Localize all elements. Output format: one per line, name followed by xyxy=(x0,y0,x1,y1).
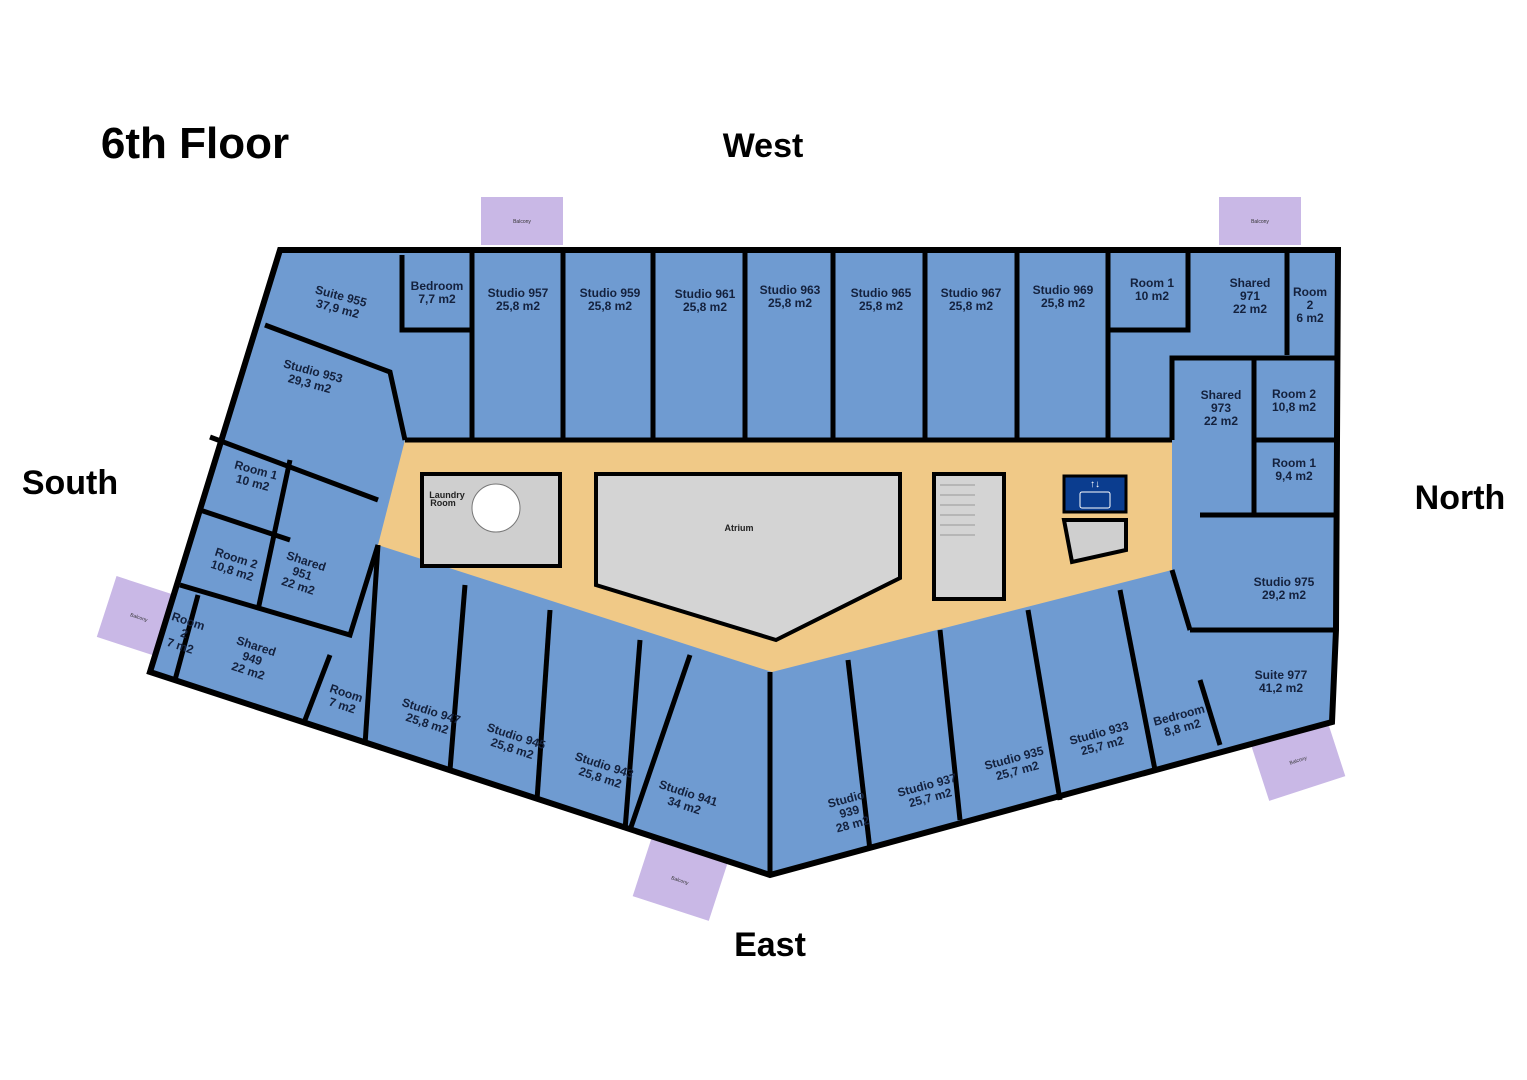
room-room1-971: Room 110 m2 xyxy=(1130,276,1174,303)
balcony-label: Balcony xyxy=(670,875,689,886)
room-label-line: Studio 975 xyxy=(1254,575,1315,589)
room-label-line: 41,2 m2 xyxy=(1259,681,1303,695)
room-room2-973: Room 210,8 m2 xyxy=(1272,387,1316,414)
titles: 6th Floor West South North East Atrium L… xyxy=(22,119,1505,964)
room-label-line: 939 xyxy=(838,802,861,821)
room-label-line: 25,8 m2 xyxy=(496,299,540,313)
balcony: Balcony xyxy=(481,197,563,245)
room-label-line: 29,2 m2 xyxy=(1262,588,1306,602)
direction-north: North xyxy=(1415,479,1506,517)
room-label-line: Shared xyxy=(1201,388,1242,402)
room-label-line: 22 m2 xyxy=(1204,414,1238,428)
room-label-line: 25,8 m2 xyxy=(949,299,993,313)
room-label-line: Bedroom xyxy=(411,279,464,293)
room-label-line: 7,7 m2 xyxy=(418,292,456,306)
room-label-line: 951 xyxy=(291,564,315,584)
room-label-line: 949 xyxy=(241,649,265,669)
room-label-line: 25,8 m2 xyxy=(683,300,727,314)
room-label-line: 6 m2 xyxy=(1296,311,1324,325)
room-label-line: 25,8 m2 xyxy=(859,299,903,313)
room-label-line: Studio 957 xyxy=(488,286,549,300)
stairs-icon xyxy=(932,472,1006,601)
room-label-line: 973 xyxy=(1211,401,1231,415)
stairs-steps xyxy=(940,484,975,536)
balcony-label: Balcony xyxy=(1251,219,1269,225)
room-label-line: 971 xyxy=(1240,289,1260,303)
room-label-line: 2 xyxy=(179,626,190,641)
room-label-line: Studio 959 xyxy=(580,286,641,300)
room-label-line: Studio 969 xyxy=(1033,283,1094,297)
balcony-area xyxy=(1219,197,1301,245)
room-label-line: 25,8 m2 xyxy=(768,296,812,310)
balcony-area xyxy=(481,197,563,245)
walls xyxy=(172,250,1336,875)
room-label-line: Studio 961 xyxy=(675,287,736,301)
room-label-line: 22 m2 xyxy=(1233,302,1267,316)
room-label-line: Room 2 xyxy=(1272,387,1316,401)
room-label-line: Room 1 xyxy=(1272,456,1316,470)
balcony: Balcony xyxy=(632,839,728,921)
room-label-line: Room 1 xyxy=(1130,276,1174,290)
room-label-line: Shared xyxy=(1230,276,1271,290)
atrium xyxy=(594,472,902,643)
direction-east: East xyxy=(734,926,806,964)
balcony-area xyxy=(632,839,728,921)
elevator-people-icon xyxy=(1079,491,1111,509)
balcony-label: Balcony xyxy=(129,612,148,623)
laundry-label-1: Laundry xyxy=(429,490,465,500)
room-label-line: Room xyxy=(1293,285,1327,299)
room-label-line: 9,4 m2 xyxy=(1275,469,1313,483)
room-label-line: Suite 977 xyxy=(1255,668,1308,682)
direction-west: West xyxy=(723,127,804,165)
spiral-stairs-icon xyxy=(471,483,521,533)
elevator-arrows-icon: ↑↓ xyxy=(1090,479,1100,490)
balcony-label: Balcony xyxy=(1289,755,1308,766)
atrium-label: Atrium xyxy=(725,523,754,533)
balcony: Balcony xyxy=(1219,197,1301,245)
laundry-label-2: Room xyxy=(430,498,456,508)
room-label-line: 2 xyxy=(1307,298,1314,312)
shaft xyxy=(1061,518,1128,565)
direction-south: South xyxy=(22,464,118,502)
room-label-line: Studio 965 xyxy=(851,286,912,300)
floor-title: 6th Floor xyxy=(101,119,289,168)
room-label-line: 10 m2 xyxy=(1135,289,1169,303)
room-label-line: 25,8 m2 xyxy=(588,299,632,313)
room-label-line: Studio 967 xyxy=(941,286,1002,300)
room-label-line: Studio 963 xyxy=(760,283,821,297)
room-label-line: 10,8 m2 xyxy=(1272,400,1316,414)
room-label-line: 25,8 m2 xyxy=(1041,296,1085,310)
balcony-label: Balcony xyxy=(513,219,531,225)
elevator-icon xyxy=(1062,474,1128,514)
room-room1-973: Room 19,4 m2 xyxy=(1272,456,1316,483)
